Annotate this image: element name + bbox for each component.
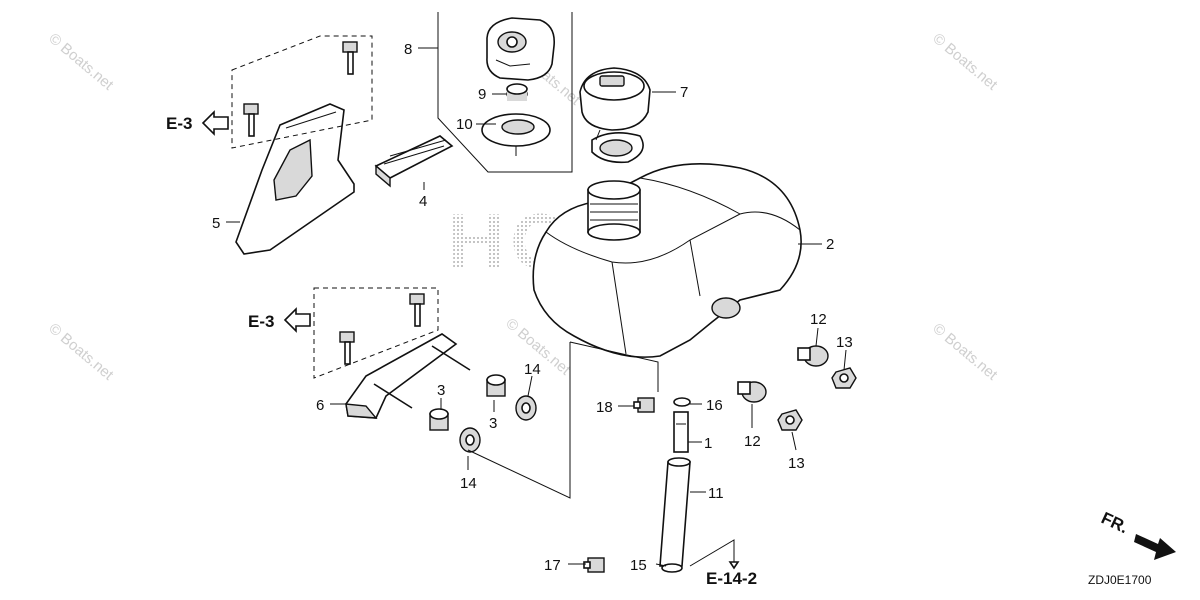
callout-5[interactable]: 5 xyxy=(212,215,220,232)
callout-12a[interactable]: 12 xyxy=(810,311,827,328)
callout-13a[interactable]: 13 xyxy=(836,334,853,351)
front-indicator: FR. xyxy=(1098,508,1176,560)
part-14-washer-b[interactable] xyxy=(515,395,537,421)
part-5-heat-shield[interactable] xyxy=(235,103,355,255)
ref-e3-top-label: E-3 xyxy=(166,114,192,133)
part-9-spacer[interactable] xyxy=(506,83,528,101)
callout-leaders xyxy=(226,91,847,567)
part-6-lower-bracket[interactable] xyxy=(345,333,471,419)
part-1-fuel-joint[interactable] xyxy=(673,411,689,453)
callout-3b[interactable]: 3 xyxy=(489,415,497,432)
callout-16[interactable]: 16 xyxy=(706,397,723,414)
callout-18[interactable]: 18 xyxy=(596,399,613,416)
bolt-top-2[interactable] xyxy=(243,103,259,137)
part-16-clamp[interactable] xyxy=(673,397,691,407)
watermark-mid-right: © Boats.net xyxy=(929,320,1001,384)
part-14-washer-a[interactable] xyxy=(459,427,481,453)
callout-17[interactable]: 17 xyxy=(544,557,561,574)
bolt-group-bottom xyxy=(313,287,439,379)
bolt-top-1[interactable] xyxy=(342,41,358,75)
part-2-fuel-tank[interactable] xyxy=(532,162,802,358)
callout-14b[interactable]: 14 xyxy=(524,361,541,378)
callout-14a[interactable]: 14 xyxy=(460,475,477,492)
callout-8[interactable]: 8 xyxy=(404,41,412,58)
part-8-cap-inner[interactable] xyxy=(486,17,556,81)
part-3-grommet-b[interactable] xyxy=(486,374,506,397)
bolt-bottom-2[interactable] xyxy=(339,331,355,365)
part-10-gasket[interactable] xyxy=(481,113,551,156)
front-indicator-label: FR. xyxy=(1098,508,1131,537)
part-4-rubber-pad[interactable] xyxy=(374,135,454,188)
part-12-grommet-b[interactable] xyxy=(737,381,767,403)
part-7-fuel-cap[interactable] xyxy=(579,67,651,164)
callout-1[interactable]: 1 xyxy=(704,435,712,452)
callout-3a[interactable]: 3 xyxy=(437,382,445,399)
part-17-clip[interactable] xyxy=(583,557,605,573)
part-12-grommet-a[interactable] xyxy=(797,345,829,367)
part-18-clip[interactable] xyxy=(633,397,655,413)
callout-2[interactable]: 2 xyxy=(826,236,834,253)
watermark-top-left: © Boats.net xyxy=(45,30,117,94)
callout-numbers: 8 9 10 7 2 5 4 6 3 3 14 14 12 13 12 13 1… xyxy=(212,41,853,574)
ref-e3-bottom-label: E-3 xyxy=(248,312,274,331)
ref-e14-label[interactable]: E-14-2 xyxy=(706,569,757,588)
callout-9[interactable]: 9 xyxy=(478,86,486,103)
ref-arrow-e3-bottom[interactable]: E-3 xyxy=(248,307,311,333)
callout-6[interactable]: 6 xyxy=(316,397,324,414)
watermark-top-right: © Boats.net xyxy=(929,30,1001,94)
part-11-fuel-tube[interactable] xyxy=(659,457,691,567)
callout-11[interactable]: 11 xyxy=(708,485,724,502)
diagram-code: ZDJ0E1700 xyxy=(1088,573,1152,587)
part-15-clamp[interactable] xyxy=(661,563,683,573)
callout-13b[interactable]: 13 xyxy=(788,455,805,472)
part-13-nut-b[interactable] xyxy=(777,409,803,431)
part-3-grommet-a[interactable] xyxy=(429,408,449,431)
callout-4[interactable]: 4 xyxy=(419,193,427,210)
e14-leader xyxy=(689,539,735,567)
bolt-bottom-1[interactable] xyxy=(409,293,425,327)
callout-7[interactable]: 7 xyxy=(680,84,688,101)
cap-group-bracket xyxy=(437,12,573,173)
callout-10[interactable]: 10 xyxy=(456,116,473,133)
ref-arrow-e3-top[interactable]: E-3 xyxy=(166,110,229,136)
callout-15[interactable]: 15 xyxy=(630,557,647,574)
mount-lines xyxy=(467,341,659,499)
watermark-mid-left: © Boats.net xyxy=(45,320,117,384)
callout-12b[interactable]: 12 xyxy=(744,433,761,450)
part-13-nut-a[interactable] xyxy=(831,367,857,389)
